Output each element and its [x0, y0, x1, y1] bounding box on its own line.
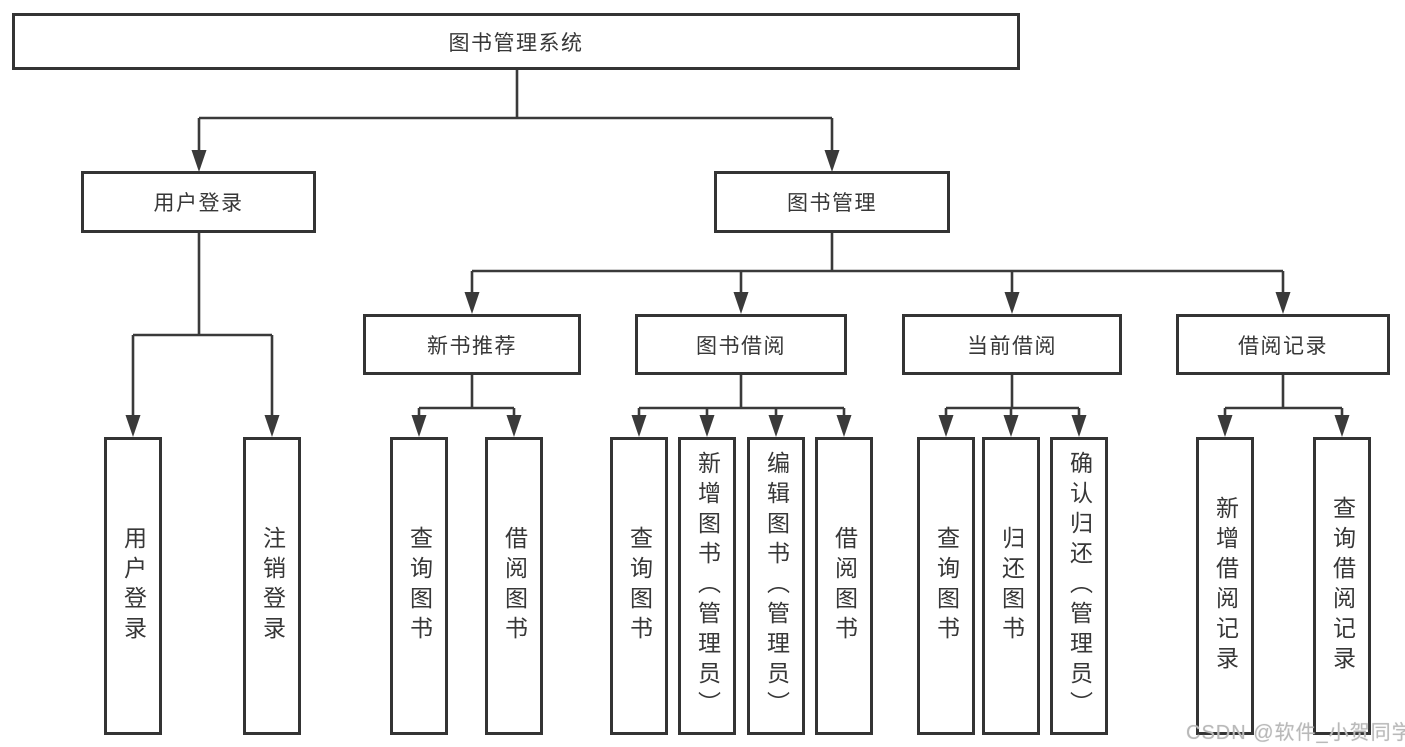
- leaf-confirm-return-admin: 确认归还（管理员）: [1050, 437, 1108, 735]
- leaf-edit-book-admin: 编辑图书（管理员）: [747, 437, 805, 735]
- leaf-add-book-admin-label: 新增图书（管理员）: [694, 451, 721, 721]
- leaf-add-book-admin: 新增图书（管理员）: [678, 437, 736, 735]
- node-borrow-records: 借阅记录: [1176, 314, 1390, 375]
- leaf-add-borrow-record-label: 新增借阅记录: [1212, 496, 1239, 676]
- node-new-book-recommend: 新书推荐: [363, 314, 581, 375]
- csdn-watermark: CSDN @软件_小贺同学: [1186, 722, 1405, 744]
- leaf-borrow-book-recommend-label: 借阅图书: [501, 526, 528, 646]
- leaf-query-book-recommend-label: 查询图书: [406, 526, 433, 646]
- leaf-query-book-borrow-label: 查询图书: [626, 526, 653, 646]
- leaf-query-book-current-label: 查询图书: [933, 526, 960, 646]
- leaf-add-borrow-record: 新增借阅记录: [1196, 437, 1254, 735]
- leaf-user-login: 用户登录: [104, 437, 162, 735]
- node-new-book-recommend-label: 新书推荐: [427, 334, 517, 358]
- leaf-borrow-book-label: 借阅图书: [831, 526, 858, 646]
- node-book-borrow: 图书借阅: [635, 314, 847, 375]
- leaf-return-book: 归还图书: [982, 437, 1040, 735]
- node-library-system: 图书管理系统: [12, 13, 1020, 70]
- leaf-query-borrow-record-label: 查询借阅记录: [1329, 496, 1356, 676]
- node-book-borrow-label: 图书借阅: [696, 334, 786, 358]
- leaf-edit-book-admin-label: 编辑图书（管理员）: [763, 451, 790, 721]
- leaf-user-login-label: 用户登录: [120, 526, 147, 646]
- leaf-confirm-return-admin-label: 确认归还（管理员）: [1066, 451, 1093, 721]
- node-book-management-branch-label: 图书管理: [787, 192, 877, 215]
- node-current-borrow: 当前借阅: [902, 314, 1122, 375]
- leaf-query-borrow-record: 查询借阅记录: [1313, 437, 1371, 735]
- leaf-query-book-borrow: 查询图书: [610, 437, 668, 735]
- node-user-login-branch-label: 用户登录: [153, 192, 244, 215]
- leaf-borrow-book: 借阅图书: [815, 437, 873, 735]
- leaf-logout: 注销登录: [243, 437, 301, 735]
- node-user-login-branch: 用户登录: [81, 171, 316, 233]
- leaf-return-book-label: 归还图书: [998, 526, 1025, 646]
- node-borrow-records-label: 借阅记录: [1238, 334, 1328, 358]
- node-current-borrow-label: 当前借阅: [967, 334, 1057, 358]
- node-book-management-branch: 图书管理: [714, 171, 950, 233]
- leaf-query-book-recommend: 查询图书: [390, 437, 448, 735]
- leaf-logout-label: 注销登录: [259, 526, 286, 646]
- node-library-system-label: 图书管理系统: [448, 31, 584, 55]
- leaf-query-book-current: 查询图书: [917, 437, 975, 735]
- leaf-borrow-book-recommend: 借阅图书: [485, 437, 543, 735]
